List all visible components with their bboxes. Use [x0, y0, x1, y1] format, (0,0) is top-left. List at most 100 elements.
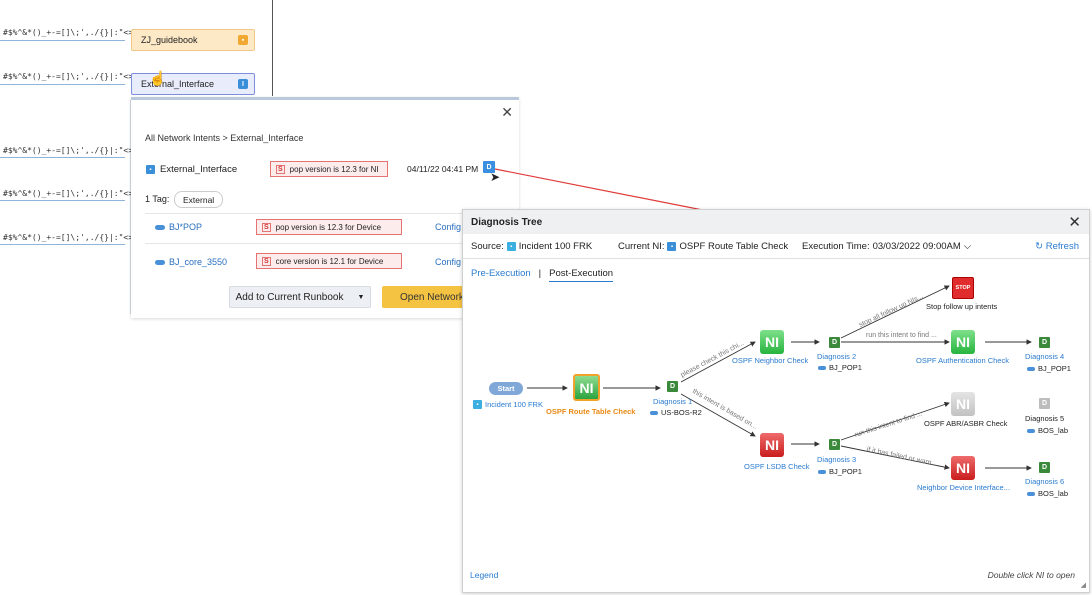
- divider: [463, 258, 1089, 259]
- device-icon: [650, 410, 658, 415]
- branch-label[interactable]: #$%^&*()_+-=[]\;',./{}|:"<>?a...: [3, 72, 158, 81]
- source-info: Source: ▪ Incident 100 FRK: [471, 241, 592, 252]
- diagnosis-d-button[interactable]: D: [483, 161, 495, 173]
- execution-time[interactable]: Execution Time: 03/03/2022 09:00AM ⌵: [802, 241, 971, 252]
- tag-chip[interactable]: External: [174, 191, 224, 208]
- current-label: Current NI:: [618, 241, 665, 252]
- tab-post-execution[interactable]: Post-Execution: [549, 268, 614, 282]
- legend-link[interactable]: Legend: [470, 570, 499, 580]
- diagnosis-node[interactable]: D: [829, 439, 840, 450]
- diagnosis-node[interactable]: D: [1039, 337, 1050, 348]
- device-tag: BJ_POP1: [818, 467, 862, 476]
- ni-label[interactable]: OSPF ABR/ASBR Check: [924, 419, 1008, 428]
- device-icon: [1027, 366, 1035, 371]
- device-name: BOS_lab: [1038, 426, 1069, 435]
- node-zj-guidebook[interactable]: ZJ_guidebook ▪: [131, 29, 255, 51]
- ni-label[interactable]: OSPF Neighbor Check: [732, 356, 809, 365]
- device-tag: BJ_POP1: [1027, 364, 1071, 373]
- incident-icon: ▪: [506, 242, 516, 251]
- divider: [145, 243, 505, 244]
- add-to-runbook-button[interactable]: Add to Current Runbook ▼: [229, 286, 371, 308]
- ni-label[interactable]: Neighbor Device Interface...: [917, 483, 1010, 492]
- diagnosis-label[interactable]: Diagnosis 4: [1025, 352, 1065, 361]
- diagnosis-node[interactable]: D: [1039, 462, 1050, 473]
- refresh-button[interactable]: ↻ Refresh: [1035, 241, 1079, 252]
- device-tag: BOS_lab: [1027, 489, 1068, 498]
- hint-text: Double click NI to open: [987, 570, 1075, 580]
- intent-badge-icon: ▪: [238, 35, 248, 45]
- incident-link[interactable]: ▪ Incident 100 FRK: [473, 400, 543, 409]
- branch-label[interactable]: #$%^&*()_+-=[]\;',./{}|:"<>?a...: [3, 233, 158, 242]
- device-icon: [155, 259, 165, 265]
- caret-down-icon[interactable]: ▼: [357, 293, 365, 301]
- tree-edges: [527, 285, 1032, 471]
- start-node[interactable]: Start: [489, 382, 523, 395]
- intent-badge-icon: I: [238, 79, 248, 89]
- close-icon[interactable]: ✕: [501, 104, 513, 120]
- intent-icon: ▪: [146, 165, 155, 174]
- current-ni-info: Current NI: ▪ OSPF Route Table Check: [618, 241, 788, 252]
- execution-tabs: Pre-Execution | Post-Execution: [471, 268, 614, 282]
- diagnosis-label[interactable]: Diagnosis 1: [653, 397, 693, 406]
- diagnosis-node[interactable]: D: [667, 381, 678, 392]
- incident-icon: ▪: [473, 400, 482, 409]
- ni-label[interactable]: OSPF LSDB Check: [744, 462, 810, 471]
- button-label: Add to Current Runbook: [235, 291, 344, 303]
- ni-node-abr-asbr[interactable]: NI: [951, 392, 975, 416]
- device-icon: [1027, 428, 1035, 433]
- device-tag: BJ_POP1: [818, 363, 862, 372]
- ni-node-authentication[interactable]: NI: [951, 330, 975, 354]
- source-label: Source:: [471, 241, 504, 252]
- device-icon: [155, 224, 165, 230]
- close-icon[interactable]: ✕: [1068, 214, 1081, 231]
- diagnosis-label[interactable]: Diagnosis 6: [1025, 477, 1065, 486]
- ni-label[interactable]: OSPF Authentication Check: [916, 356, 1009, 365]
- ni-label: OSPF Route Table Check: [546, 407, 636, 416]
- tree-connector-line: [272, 0, 273, 96]
- branch-label[interactable]: #$%^&*()_+-=[]\;',./{}|:"<>?a...: [3, 189, 158, 198]
- device-name: BJ_POP1: [829, 467, 862, 476]
- tab-separator: |: [538, 268, 542, 279]
- diagnosis-label[interactable]: Diagnosis 2: [817, 352, 857, 361]
- intent-name[interactable]: External_Interface: [160, 164, 238, 175]
- chevron-down-icon[interactable]: ⌵: [963, 241, 972, 252]
- stop-icon[interactable]: STOP: [952, 277, 974, 299]
- severity-icon: S: [262, 256, 271, 266]
- alert-badge[interactable]: S pop version is 12.3 for NI: [270, 161, 388, 177]
- ni-node-neighbor[interactable]: NI: [760, 330, 784, 354]
- diagnosis-node[interactable]: D: [829, 337, 840, 348]
- timestamp: 04/11/22 04:41 PM: [407, 164, 479, 174]
- ni-node-lsdb[interactable]: NI: [760, 433, 784, 457]
- ni-node-route-table[interactable]: NI: [573, 374, 600, 401]
- device-icon: [818, 365, 826, 370]
- alert-badge[interactable]: S core version is 12.1 for Device: [256, 253, 402, 269]
- refresh-label: Refresh: [1045, 241, 1079, 252]
- severity-icon: S: [262, 222, 271, 232]
- device-name: BJ*POP: [169, 222, 203, 232]
- diagnosis-label[interactable]: Diagnosis 3: [817, 455, 857, 464]
- device-name: BOS_lab: [1038, 489, 1069, 498]
- node-external-interface[interactable]: External_Interface I: [131, 73, 255, 95]
- resize-handle-icon[interactable]: ◢: [1080, 582, 1086, 589]
- device-name: BJ_POP1: [829, 363, 862, 372]
- device-row[interactable]: BJ*POP: [155, 222, 202, 232]
- divider: [145, 213, 505, 214]
- pointer-cursor-icon: ➤: [490, 170, 501, 184]
- device-tag: BOS_lab: [1027, 426, 1068, 435]
- device-row[interactable]: BJ_core_3550: [155, 257, 227, 267]
- tab-pre-execution[interactable]: Pre-Execution: [471, 268, 531, 279]
- tree-connector-line: [130, 100, 131, 314]
- branch-line: [0, 40, 125, 41]
- branch-line: [0, 84, 125, 85]
- node-label: ZJ_guidebook: [141, 35, 198, 45]
- device-name: BJ_POP1: [1038, 364, 1071, 373]
- branch-label[interactable]: #$%^&*()_+-=[]\;',./{}|:"<>?a...: [3, 146, 158, 155]
- stop-label: Stop follow up intents: [926, 302, 998, 311]
- branch-label[interactable]: #$%^&*()_+-=[]\;',./{}|:"<>?a...: [3, 28, 158, 37]
- diagnosis-label[interactable]: Diagnosis 5: [1025, 414, 1065, 423]
- alert-badge[interactable]: S pop version is 12.3 for Device: [256, 219, 402, 235]
- device-name: BJ_core_3550: [169, 257, 228, 267]
- ni-node-neighbor-interface[interactable]: NI: [951, 456, 975, 480]
- ni-icon: ▪: [667, 242, 677, 251]
- diagnosis-node[interactable]: D: [1039, 398, 1050, 409]
